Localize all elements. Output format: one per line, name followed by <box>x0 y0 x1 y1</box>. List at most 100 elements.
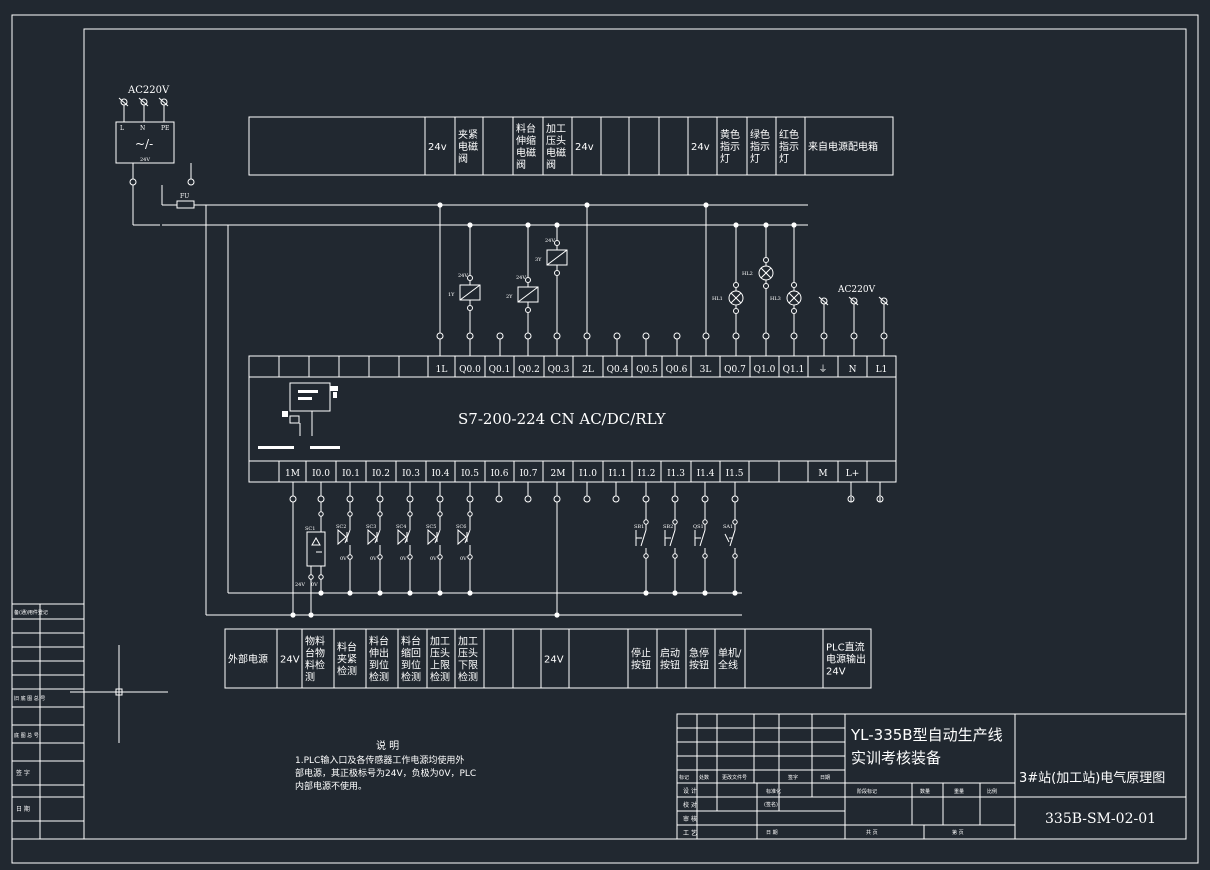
junction-dot <box>437 590 443 596</box>
bottom-table-cell-13: 启动按钮 <box>660 647 680 672</box>
top-table-cell-5: 加工压头电磁阀 <box>546 123 566 171</box>
proximity-sensor-icon <box>337 528 347 546</box>
input-terminal-11: I1.1 <box>609 469 627 479</box>
output-terminal-4: Q0.3 <box>548 365 570 375</box>
notes-line-1: 1.PLC输入口及各传感器工作电源均使用外 <box>295 754 464 766</box>
sign-row-1: 校 对 <box>683 801 697 809</box>
top-table-cell-6: 24v <box>575 142 594 153</box>
input-terminal-3: I0.2 <box>372 469 390 479</box>
plc-logo-icon <box>258 382 340 449</box>
output-terminal-7: Q0.5 <box>636 365 658 375</box>
junction-dot <box>643 590 649 596</box>
output-terminal-2: Q0.1 <box>489 365 511 375</box>
stage-header-scale: 比例 <box>987 788 997 795</box>
bottom-table-cell-14: 急停按钮 <box>689 647 709 672</box>
bottom-table-cell-3: 料台夹紧检测 <box>337 641 357 678</box>
top-table-cell-11: 黄色指示灯 <box>720 128 740 165</box>
revision-header-2: 更改文件号 <box>722 774 747 781</box>
sign-row-3: 工 艺 <box>683 829 697 837</box>
output-terminal-0: 1L <box>436 365 448 375</box>
sensor-label-2: SC3 <box>366 524 376 530</box>
junction-dot <box>407 590 413 596</box>
side-label-signature: 签 字 <box>16 769 30 777</box>
coil-label-0: 1Y <box>448 292 455 298</box>
output-terminal-15: L1 <box>876 365 888 375</box>
drawing-number: 335B-SM-02-01 <box>1045 811 1156 827</box>
revision-header-1: 处数 <box>699 774 709 781</box>
notes-line-3: 内部电源不使用。 <box>295 780 367 792</box>
output-terminal-6: Q0.4 <box>607 365 629 375</box>
input-terminal-12: I1.2 <box>638 469 656 479</box>
input-terminal-4: I0.3 <box>402 469 420 479</box>
input-terminal-0: 1M <box>285 469 300 479</box>
top-table-cell-4: 料台伸缩电磁阀 <box>516 122 536 171</box>
ac-supply-label: AC220V <box>127 85 170 96</box>
sign-cell-standardization: 标准化 <box>766 788 781 795</box>
input-terminal-7: I0.6 <box>491 469 509 479</box>
fuse <box>176 200 195 209</box>
psu-out-label: 24V <box>140 157 150 163</box>
bottom-table-cell-5: 料台缩回到位检测 <box>401 635 421 684</box>
coil-voltage-1: 24V <box>516 275 526 281</box>
button-label-3: SA1 <box>723 524 733 530</box>
input-terminal-6: I0.5 <box>461 469 479 479</box>
drawing-title: 3#站(加工站)电气原理图 <box>1019 770 1165 786</box>
junction-dot <box>584 202 590 208</box>
sheet-index: 第 页 <box>952 829 964 836</box>
sensor-label-4: SC5 <box>426 524 436 530</box>
junction-dot <box>732 590 738 596</box>
project-title-line1: YL-335B型自动生产线 <box>850 726 1003 744</box>
bottom-table-cell-10: 24V <box>544 655 564 666</box>
stage-header-qty: 数量 <box>920 788 930 795</box>
input-terminal-5: I0.4 <box>432 469 450 479</box>
output-terminal-10: Q0.7 <box>724 365 746 375</box>
lamp-label-1: HL2 <box>742 271 753 277</box>
output-terminal-11: Q1.0 <box>754 365 776 375</box>
psu-pe-terminal: PE <box>161 125 169 132</box>
output-terminal-3: Q0.2 <box>518 365 540 375</box>
output-terminal-9: 3L <box>700 365 712 375</box>
top-table-cell-1: 24v <box>428 142 447 153</box>
proximity-sensor-icon <box>367 528 377 546</box>
revision-header-4: 日期 <box>820 775 830 781</box>
button-label-0: SB1 <box>634 524 644 530</box>
coil-label-1: 2Y <box>506 294 513 300</box>
fuse-label: FU <box>180 193 189 200</box>
input-terminal-10: I1.0 <box>579 469 597 479</box>
lamp-label-2: HL3 <box>770 296 781 302</box>
outer-border <box>11 14 1199 864</box>
top-table-cell-12: 绿色指示灯 <box>750 128 770 165</box>
psu-box <box>115 121 175 164</box>
input-terminal-13: I1.3 <box>667 469 685 479</box>
input-terminal-1: I0.0 <box>312 469 330 479</box>
project-title-line2: 实训考核装备 <box>851 749 941 767</box>
proximity-sensor-icon <box>427 528 437 546</box>
side-label-spare-parts: 备(通)用件登记 <box>14 609 48 616</box>
lamp-label-0: HL1 <box>712 296 723 302</box>
photoelectric-sensor-icon <box>306 531 326 567</box>
inner-border <box>83 28 1187 840</box>
output-terminal-13: ⏚ <box>818 364 827 375</box>
side-label-drawing-no: 底 图 总 号 <box>14 732 39 739</box>
input-terminal-15: I1.5 <box>726 469 744 479</box>
output-terminal-14: N <box>849 365 857 375</box>
revision-header-3: 签字 <box>788 774 798 781</box>
coil-voltage-2: 24V <box>545 238 555 244</box>
bottom-table-cell-15: 单机/全线 <box>718 647 742 672</box>
sensor-volt-4: 0V <box>430 556 437 562</box>
junction-dot <box>467 590 473 596</box>
junction-dot <box>702 590 708 596</box>
notes: 说 明 1.PLC输入口及各传感器工作电源均使用外 部电源，其正极标号为24V，… <box>295 739 476 792</box>
sensor-volt-5: 0V <box>460 556 467 562</box>
sign-row-2: 审 核 <box>683 815 697 823</box>
sign-cell-signature: (签名) <box>764 801 778 808</box>
output-ac-label: AC220V <box>837 285 876 295</box>
side-registration-table: 备(通)用件登记 旧 底 图 总 号 底 图 总 号 签 字 日 期 <box>11 603 85 840</box>
input-terminal-2: I0.1 <box>342 469 360 479</box>
sensor-label-1: SC2 <box>336 524 346 530</box>
